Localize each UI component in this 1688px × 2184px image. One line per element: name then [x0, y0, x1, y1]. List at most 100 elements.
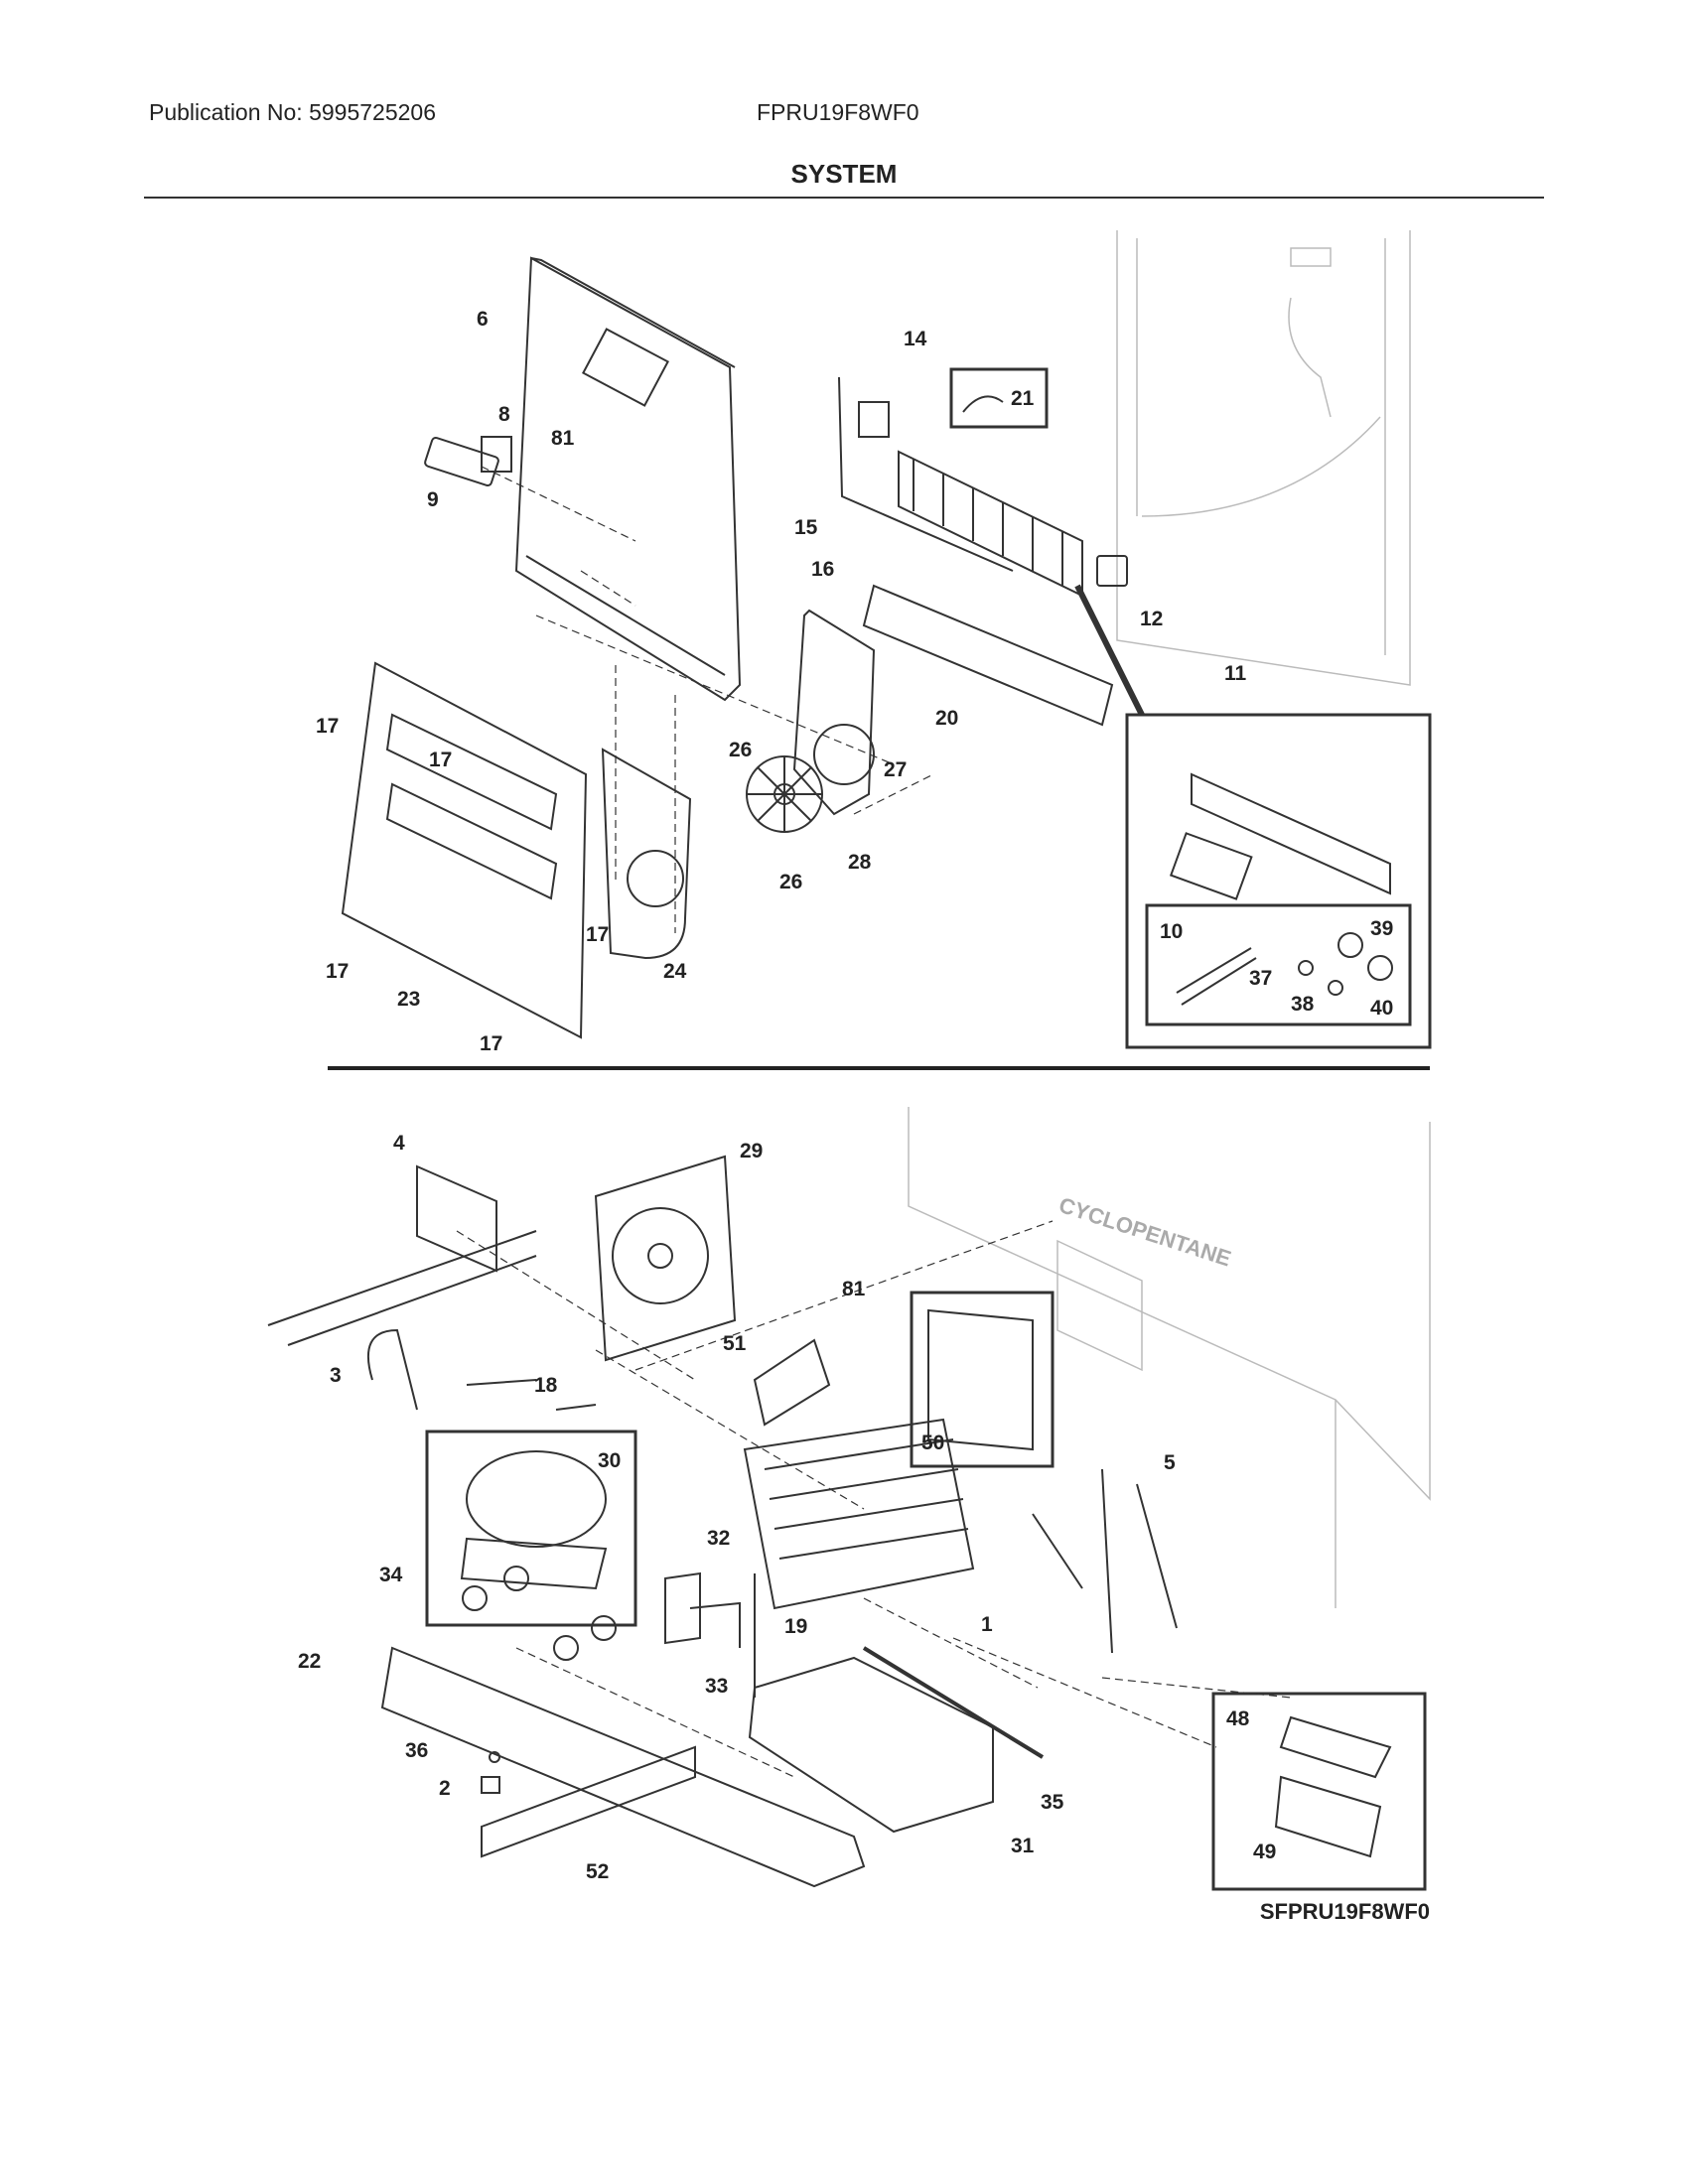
callout-26: 26	[779, 871, 802, 893]
part-38-nut	[1328, 980, 1343, 996]
part-30-compressor-box	[425, 1430, 637, 1627]
callout-50: 50	[921, 1432, 944, 1454]
part-22-base-pan	[380, 1646, 866, 1888]
callout-49: 49	[1253, 1841, 1276, 1863]
callout-39: 39	[1370, 917, 1393, 940]
callout-24: 24	[663, 960, 687, 983]
watermark-text: CYCLOPENTANE	[1055, 1192, 1233, 1272]
callout-20: 20	[935, 707, 958, 730]
part-10-drier	[1176, 947, 1257, 1006]
part-11-kit-instructions	[1169, 832, 1253, 900]
publication-number: Publication No: 5995725206	[149, 99, 437, 125]
callout-32: 32	[707, 1527, 730, 1550]
part-33-bracket	[689, 1601, 741, 1648]
callout-10: 10	[1160, 920, 1183, 943]
callout-36: 36	[405, 1739, 428, 1762]
callout-29: 29	[740, 1140, 763, 1162]
callout-labels: 6 8 81 9 14 21 15 16 12 11 20 17 17 26 2…	[298, 308, 1393, 1883]
callout-17: 17	[429, 749, 452, 771]
part-50-box	[910, 1291, 1055, 1468]
part-30-compressor	[466, 1450, 607, 1548]
callout-35: 35	[1041, 1791, 1064, 1814]
part-18-clip-b	[555, 1404, 597, 1411]
cabinet-outline-upper	[1116, 230, 1411, 686]
part-51-drain-funnel	[753, 1338, 831, 1427]
part-15-defrost-harness	[838, 376, 1014, 572]
part-11-evaporator-coil	[898, 450, 1083, 598]
callout-3: 3	[330, 1364, 342, 1387]
part-4-control-box	[267, 1164, 537, 1346]
callout-6: 6	[477, 308, 489, 331]
part-23-evaporator-cover	[341, 661, 588, 1039]
model-number: FPRU19F8WF0	[757, 99, 919, 125]
part-48-49-box	[1211, 1692, 1427, 1891]
part-36-screw	[489, 1751, 500, 1763]
part-11-kit-coil	[1191, 772, 1391, 895]
callout-9: 9	[427, 488, 439, 511]
callout-22: 22	[298, 1650, 321, 1673]
callout-81: 81	[551, 427, 575, 450]
diagram-code: SFPRU19F8WF0	[1259, 1899, 1430, 1924]
cabinet-outline-lower	[908, 1107, 1431, 1608]
callout-26: 26	[729, 739, 752, 761]
part-14-thermostat	[858, 401, 890, 438]
part-11-arrow	[1074, 584, 1145, 717]
callout-15: 15	[794, 516, 818, 539]
callout-12: 12	[1140, 608, 1163, 630]
callout-40: 40	[1370, 997, 1393, 1020]
part-3-tube	[367, 1328, 418, 1411]
callout-28: 28	[848, 851, 872, 874]
part-9-cover	[424, 436, 499, 487]
callout-37: 37	[1249, 967, 1272, 990]
part-50-board	[927, 1308, 1034, 1451]
part-11-kit-box	[1125, 713, 1432, 1049]
part-35-rod	[862, 1646, 1045, 1759]
part-5-harness	[1032, 1468, 1178, 1654]
leader-lines-lower	[456, 1220, 1292, 1778]
part-2-bracket	[481, 1776, 500, 1794]
part-29-condenser-fan	[594, 1155, 737, 1362]
part-49-drain	[1274, 1775, 1382, 1858]
section-divider	[328, 1066, 1430, 1070]
leader-lines-upper	[481, 466, 934, 933]
part-8-grille	[481, 436, 512, 473]
callout-17: 17	[316, 715, 339, 738]
callout-14: 14	[904, 328, 927, 350]
callout-23: 23	[397, 988, 420, 1011]
callout-34: 34	[379, 1564, 403, 1586]
callout-11: 11	[1224, 662, 1247, 685]
part-31-drain-pan	[748, 1656, 994, 1834]
callout-81: 81	[842, 1278, 866, 1300]
callout-1: 1	[981, 1613, 993, 1636]
part-39-nut	[1337, 932, 1363, 958]
callout-33: 33	[705, 1675, 728, 1698]
callout-8: 8	[498, 403, 510, 426]
callout-17: 17	[326, 960, 349, 983]
part-20-drain-trough	[862, 584, 1114, 727]
callout-5: 5	[1164, 1451, 1176, 1474]
part-26-fan	[746, 755, 823, 833]
callout-21: 21	[1011, 387, 1035, 410]
callout-38: 38	[1291, 993, 1315, 1016]
callout-27: 27	[884, 758, 907, 781]
callout-51: 51	[723, 1332, 747, 1355]
part-21-wire	[962, 395, 1004, 413]
callout-52: 52	[586, 1860, 609, 1883]
part-21-box	[949, 367, 1049, 429]
part-24-fan-shroud	[601, 748, 692, 960]
callout-16: 16	[811, 558, 834, 581]
part-37-nut	[1298, 960, 1314, 976]
part-32-bracket	[664, 1571, 701, 1645]
page-title: SYSTEM	[790, 159, 898, 189]
part-10-39-40-subbox	[1145, 903, 1412, 1026]
part-48-drain	[1279, 1715, 1392, 1779]
part-40-nut	[1367, 955, 1393, 981]
callout-17: 17	[586, 923, 609, 946]
part-18-clip-a	[466, 1379, 537, 1386]
callout-18: 18	[534, 1374, 558, 1397]
callout-4: 4	[393, 1132, 405, 1155]
callout-30: 30	[598, 1449, 621, 1472]
callout-19: 19	[784, 1615, 807, 1638]
part-12-heater	[1096, 555, 1128, 587]
callout-2: 2	[439, 1777, 451, 1800]
